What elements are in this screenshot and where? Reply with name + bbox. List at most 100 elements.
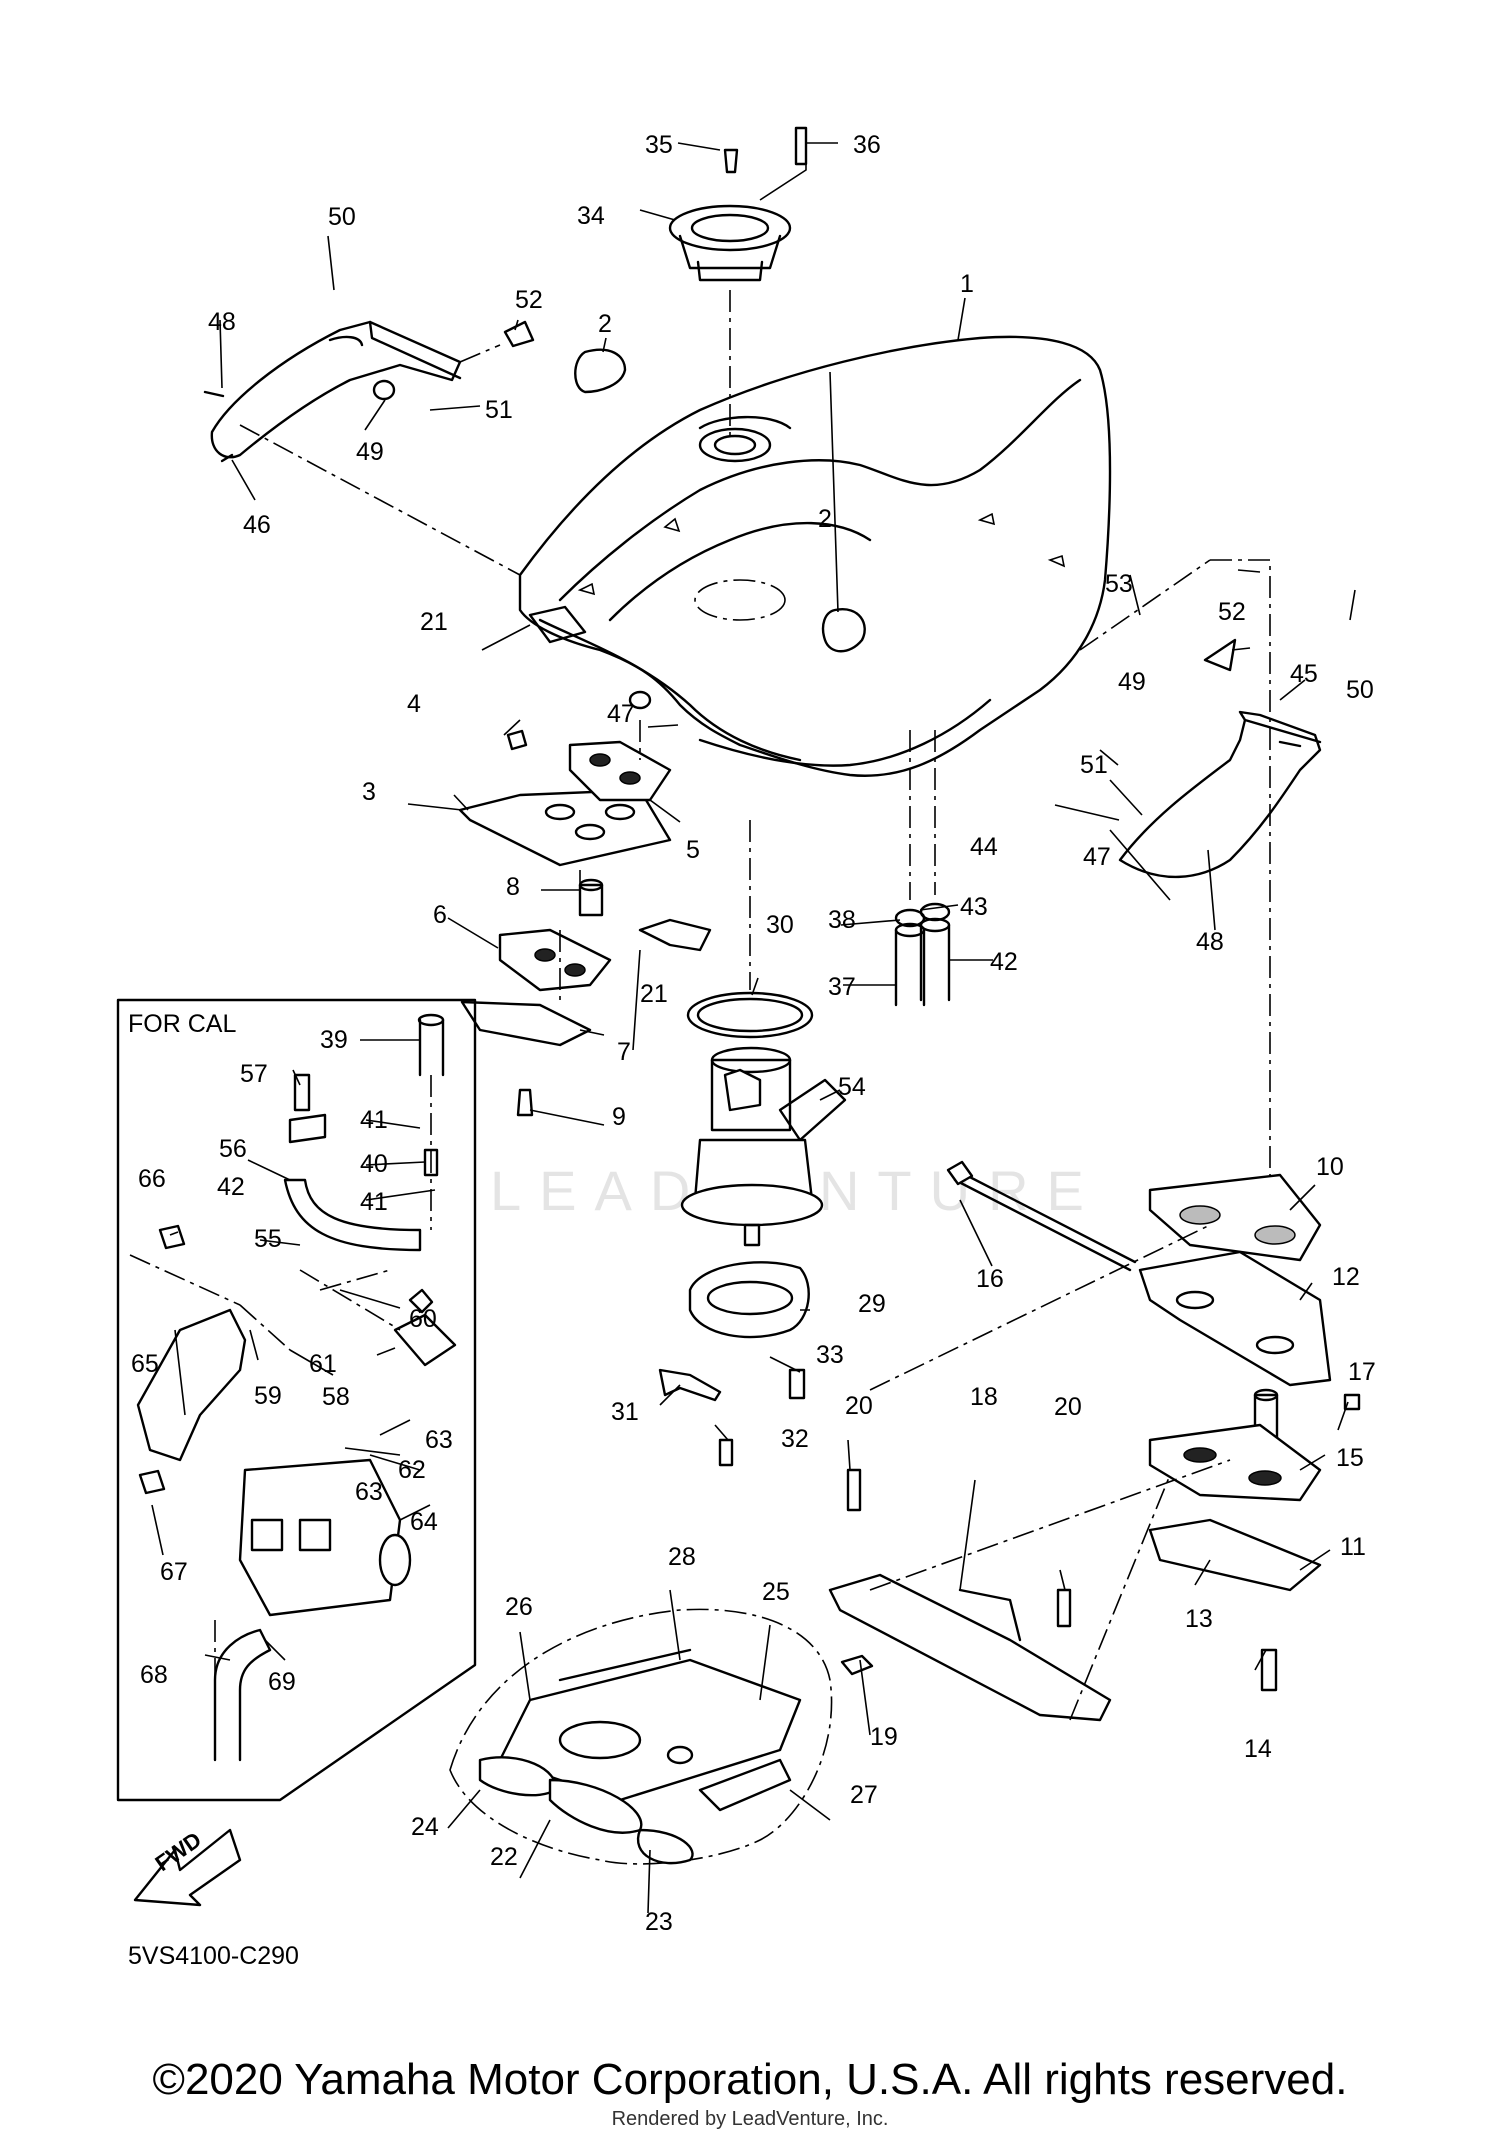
callout: 55 xyxy=(254,1225,282,1253)
callout: 20 xyxy=(845,1392,873,1420)
callout: 24 xyxy=(411,1813,439,1841)
diagram-code: 5VS4100-C290 xyxy=(128,1942,299,1970)
left-bracket xyxy=(203,320,535,576)
inset-label: FOR CAL xyxy=(128,1010,237,1038)
callout: 15 xyxy=(1336,1444,1364,1472)
callout: 44 xyxy=(970,833,998,861)
callout: 16 xyxy=(976,1265,1004,1293)
callout: 26 xyxy=(505,1593,533,1621)
callout: 23 xyxy=(645,1908,673,1936)
callout: 52 xyxy=(515,286,543,314)
callout: 69 xyxy=(268,1668,296,1696)
callout: 65 xyxy=(131,1350,159,1378)
callout: 32 xyxy=(781,1425,809,1453)
callout: 7 xyxy=(617,1038,631,1066)
callout: 20 xyxy=(1054,1393,1082,1421)
callout: 21 xyxy=(420,608,448,636)
callout: 58 xyxy=(322,1383,350,1411)
callout: 25 xyxy=(762,1578,790,1606)
fuel-tank xyxy=(518,335,1112,777)
right-bracket xyxy=(1079,559,1322,1210)
callout: 27 xyxy=(850,1781,878,1809)
callout: 43 xyxy=(960,893,988,921)
callout: 1 xyxy=(960,270,974,298)
callout: 54 xyxy=(838,1073,866,1101)
callout: 52 xyxy=(1218,598,1246,626)
callout: 41 xyxy=(360,1106,388,1134)
callout: 2 xyxy=(818,505,832,533)
callout: 61 xyxy=(309,1350,337,1378)
callout: 66 xyxy=(138,1165,166,1193)
callout: 56 xyxy=(219,1135,247,1163)
callout: 57 xyxy=(240,1060,268,1088)
callout: 19 xyxy=(870,1723,898,1751)
callout: 50 xyxy=(328,203,356,231)
callout: 28 xyxy=(668,1543,696,1571)
callout: 29 xyxy=(858,1290,886,1318)
callout: 62 xyxy=(398,1456,426,1484)
damper-plate-assy xyxy=(458,605,712,1117)
callout: 47 xyxy=(1083,843,1111,871)
callout: 51 xyxy=(1080,751,1108,779)
callout: 10 xyxy=(1316,1153,1344,1181)
callout: 41 xyxy=(360,1188,388,1216)
callout: 31 xyxy=(611,1398,639,1426)
callout: 36 xyxy=(853,131,881,159)
callout: 47 xyxy=(607,700,635,728)
filler-cap xyxy=(668,126,808,438)
callout: 49 xyxy=(356,438,384,466)
callout: 49 xyxy=(1118,668,1146,696)
copyright-notice: ©2020 Yamaha Motor Corporation, U.S.A. A… xyxy=(152,2055,1348,2104)
callout: 67 xyxy=(160,1558,188,1586)
callout: 3 xyxy=(362,778,376,806)
callout: 5 xyxy=(686,836,700,864)
callout-numbers: 1 2 2 3 4 5 6 7 8 9 10 11 12 13 14 15 16… xyxy=(131,131,1376,1936)
callout: 68 xyxy=(140,1661,168,1689)
callout: 59 xyxy=(254,1382,282,1410)
callout: 42 xyxy=(217,1173,245,1201)
callout: 13 xyxy=(1185,1605,1213,1633)
callout: 48 xyxy=(1196,928,1224,956)
callout: 45 xyxy=(1290,660,1318,688)
callout: 4 xyxy=(407,690,421,718)
fuel-pump xyxy=(658,820,847,1467)
callout: 50 xyxy=(1346,676,1374,704)
callout: 22 xyxy=(490,1843,518,1871)
bottom-cover xyxy=(449,1608,833,1865)
callout: 40 xyxy=(360,1150,388,1178)
callout: 39 xyxy=(320,1026,348,1054)
callout: 34 xyxy=(577,202,605,230)
callout: 64 xyxy=(410,1508,438,1536)
callout: 46 xyxy=(243,511,271,539)
callout: 60 xyxy=(409,1305,437,1333)
callout: 51 xyxy=(485,396,513,424)
callout: 42 xyxy=(990,948,1018,976)
leader-lines xyxy=(151,142,1356,1914)
callout: 12 xyxy=(1332,1263,1360,1291)
callout: 63 xyxy=(425,1426,453,1454)
callout: 48 xyxy=(208,308,236,336)
callout: 35 xyxy=(645,131,673,159)
callout: 18 xyxy=(970,1383,998,1411)
callout: 30 xyxy=(766,911,794,939)
callout: 37 xyxy=(828,973,856,1001)
callout: 21 xyxy=(640,980,668,1008)
inset-for-cal xyxy=(116,998,477,1802)
callout: 11 xyxy=(1340,1533,1366,1561)
callout: 38 xyxy=(828,906,856,934)
callout: 9 xyxy=(612,1103,626,1131)
hoses xyxy=(894,730,951,1007)
rear-bracket xyxy=(828,1224,1231,1722)
callout: 53 xyxy=(1105,570,1133,598)
rendered-by-notice: Rendered by LeadVenture, Inc. xyxy=(611,2108,889,2130)
callout: 2 xyxy=(598,310,612,338)
callout: 6 xyxy=(433,901,447,929)
callout: 14 xyxy=(1244,1735,1272,1763)
callout: 17 xyxy=(1348,1358,1376,1386)
callout: 63 xyxy=(355,1478,383,1506)
callout: 33 xyxy=(816,1341,844,1369)
right-mount xyxy=(946,1160,1361,1692)
callout: 8 xyxy=(506,873,520,901)
fwd-arrow-icon: FWD xyxy=(133,1827,242,1907)
